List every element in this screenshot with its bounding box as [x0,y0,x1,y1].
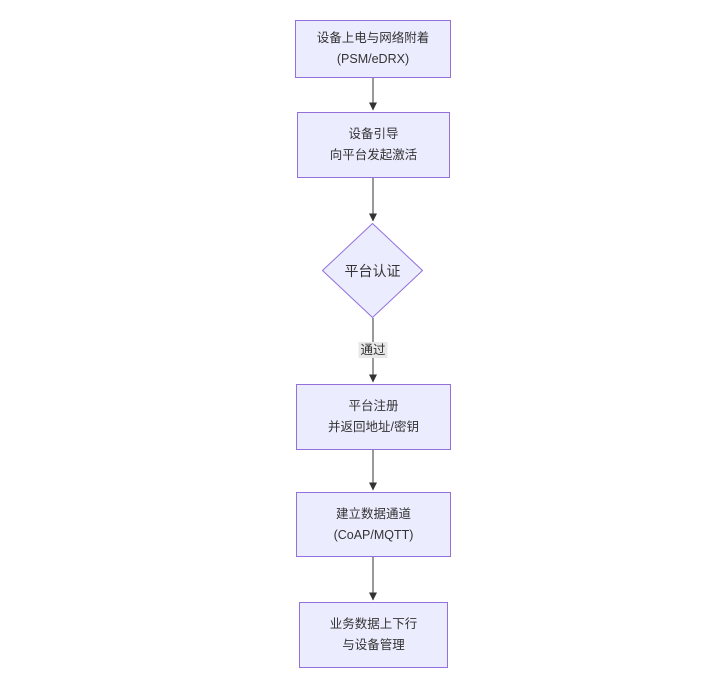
node-label-line: (CoAP/MQTT) [333,527,414,542]
node-label-line: 建立数据通道 [335,506,411,521]
node-label-line: 与设备管理 [342,638,405,652]
node-label-line: 业务数据上下行 [329,617,418,631]
node-label-line: 平台认证 [344,262,401,279]
flowchart-node-business-data: 业务数据上下行 与设备管理 [299,602,448,668]
flowchart-node-power-network-attach: 设备上电与网络附着 (PSM/eDRX) [295,20,451,78]
node-label-line: 向平台发起激活 [329,148,418,162]
node-label-line: (PSM/eDRX) [336,52,410,66]
flowchart-node-data-channel: 建立数据通道 (CoAP/MQTT) [296,492,451,557]
flowchart-node-platform-register: 平台注册 并返回地址/密钥 [296,384,451,450]
flowchart-node-device-bootstrap: 设备引导 向平台发起激活 [297,112,450,178]
edge-label-pass: 通过 [358,342,388,358]
diamond-shape [322,223,423,318]
node-label-line: 并返回地址/密钥 [328,420,419,434]
node-label-line: 设备上电与网络附着 [316,31,430,45]
node-label-line: 设备引导 [348,127,399,141]
flowchart-node-platform-auth: 平台认证 [322,223,423,318]
node-label-line: 平台注册 [348,399,399,413]
